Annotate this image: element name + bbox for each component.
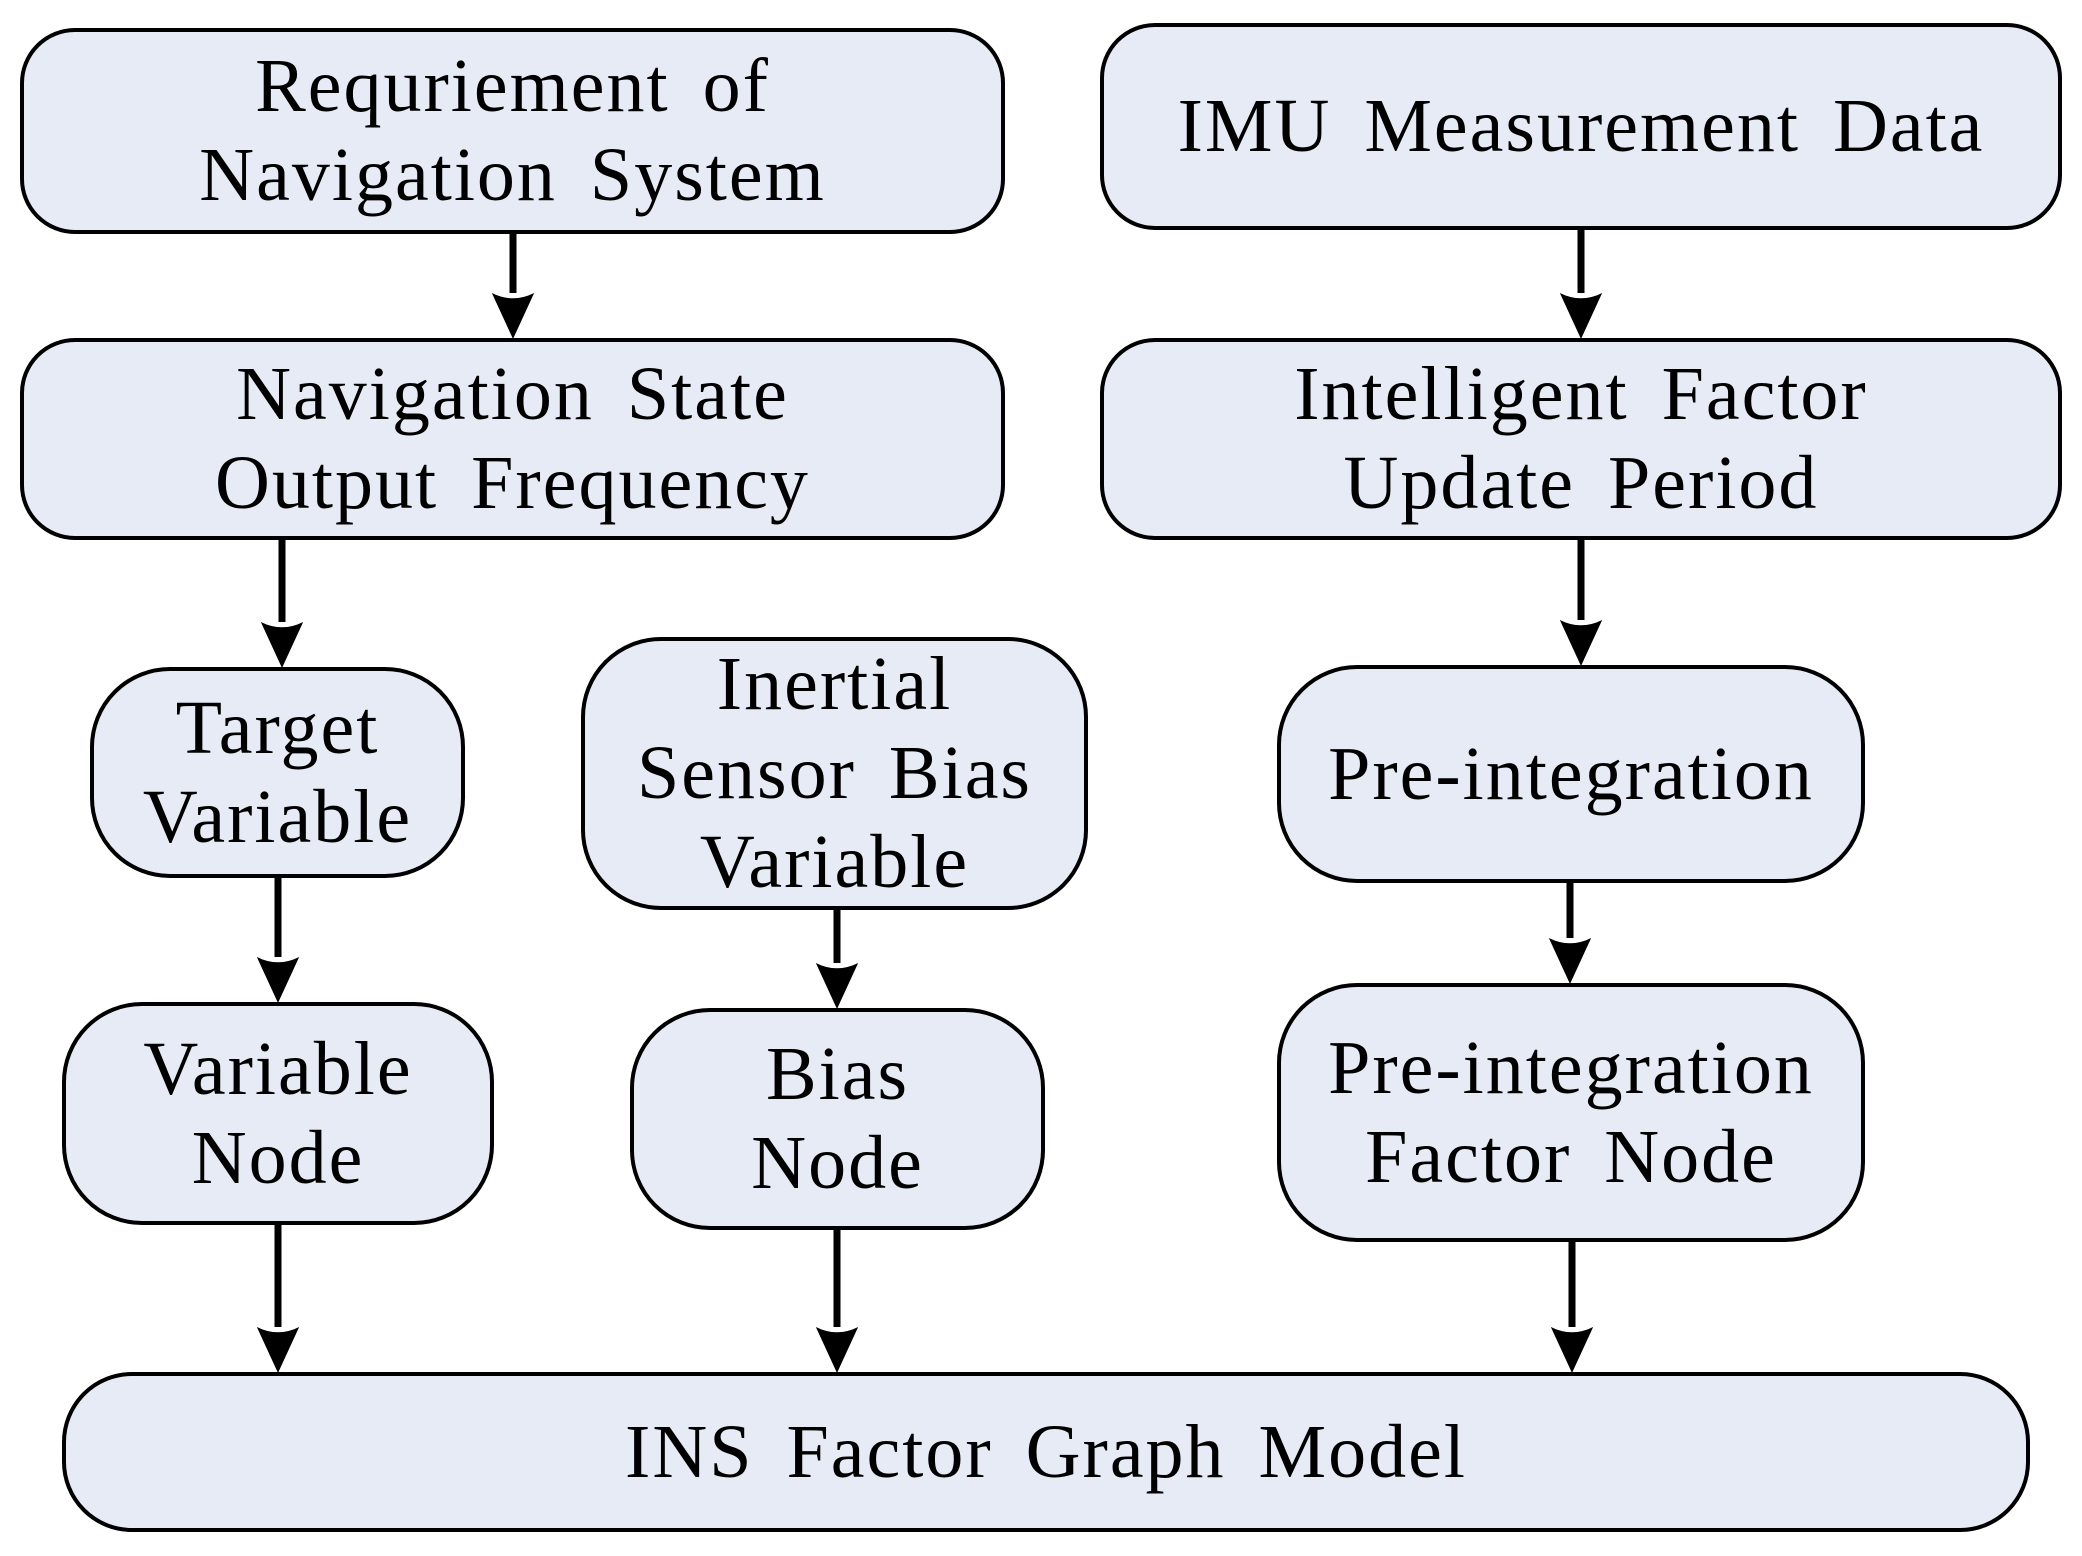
node-pre-integration: Pre-integration [1277, 665, 1865, 883]
node-label-line: Variable [699, 820, 970, 904]
node-label-line: Pre-integration [1328, 1025, 1814, 1110]
node-label-line: Navigation System [199, 133, 826, 217]
node-label-line: Intelligent Factor [1294, 352, 1868, 436]
node-label-line: Target [175, 685, 380, 770]
node-label-line: Requriement of [255, 44, 770, 128]
node-bias-node: Bias Node [630, 1008, 1045, 1230]
node-label-line: Pre-integration [1328, 731, 1814, 816]
node-label-line: Update Period [1343, 441, 1819, 525]
node-label-line: Node [191, 1115, 365, 1200]
node-label-line: Sensor Bias [637, 731, 1032, 815]
node-target-variable: Target Variable [90, 667, 465, 878]
node-label-line: Node [751, 1121, 924, 1205]
node-label-line: INS Factor Graph Model [625, 1409, 1467, 1494]
node-pre-integration-factor-node: Pre-integration Factor Node [1277, 983, 1865, 1242]
node-label-line: Variable [143, 1026, 413, 1111]
node-requirement-of-navigation-system: Requriement of Navigation System [20, 28, 1005, 234]
node-inertial-sensor-bias-variable: Inertial Sensor Bias Variable [581, 637, 1088, 910]
node-label-line: Inertial [716, 642, 953, 726]
node-label-line: Bias [765, 1032, 910, 1116]
node-imu-measurement-data: IMU Measurement Data [1100, 23, 2062, 230]
node-label-line: Variable [142, 774, 413, 859]
node-label-line: Output Frequency [215, 441, 810, 525]
node-ins-factor-graph-model: INS Factor Graph Model [62, 1372, 2030, 1532]
node-label-line: Factor Node [1365, 1114, 1777, 1199]
node-variable-node: Variable Node [62, 1002, 494, 1225]
node-navigation-state-output-frequency: Navigation State Output Frequency [20, 338, 1005, 540]
node-label-line: Navigation State [236, 352, 789, 436]
node-label-line: IMU Measurement Data [1177, 84, 1985, 168]
node-intelligent-factor-update-period: Intelligent Factor Update Period [1100, 338, 2062, 540]
